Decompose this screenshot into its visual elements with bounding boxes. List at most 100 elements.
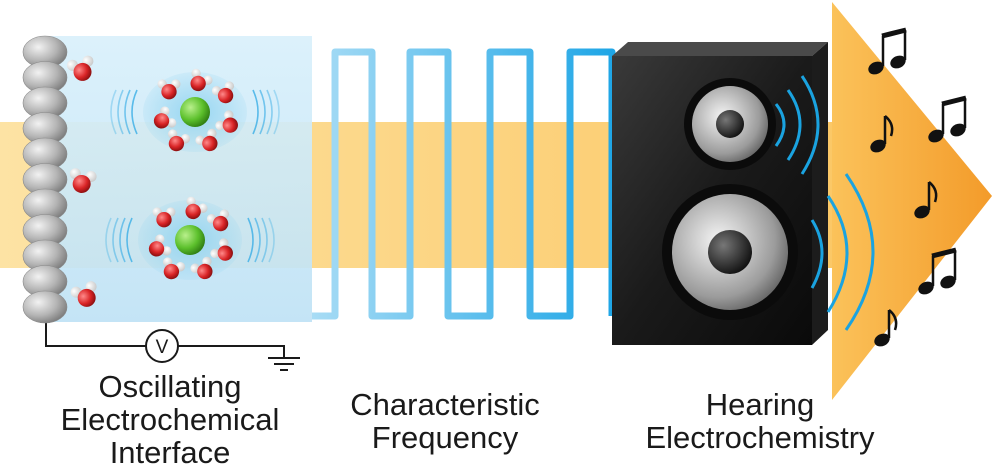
ground-icon	[268, 357, 300, 371]
hydrogen-atom	[215, 120, 225, 131]
music-note-icon	[928, 95, 967, 143]
music-notes	[868, 27, 967, 347]
oxygen-atom	[153, 113, 170, 129]
note-beam	[931, 247, 957, 259]
ripple-arc	[268, 217, 275, 263]
caption-frequency-line-2: Frequency	[371, 420, 519, 455]
water-molecule-icon	[152, 207, 176, 228]
speaker-icon	[612, 42, 828, 345]
caption-hearing: Hearing Electrochemistry	[635, 388, 885, 454]
note-head	[868, 61, 884, 75]
water-molecule-icon	[211, 81, 235, 104]
solvated-ion-bottom	[105, 196, 275, 280]
water-molecule-icon	[153, 106, 177, 129]
note-head	[890, 55, 906, 69]
circuit-wire	[45, 312, 285, 358]
oxygen-atom	[77, 288, 96, 307]
note-head	[918, 281, 934, 295]
note-head	[950, 123, 966, 137]
water-molecule-icon	[190, 68, 213, 92]
oxygen-atom	[222, 117, 238, 133]
ripple-arc	[124, 89, 131, 135]
water-molecule-icon	[70, 281, 97, 307]
hydrogen-atom	[210, 248, 220, 259]
oxygen-atom	[168, 135, 185, 152]
oxygen-atom	[161, 84, 177, 100]
hydrogen-atom	[219, 238, 229, 248]
oxygen-atom	[212, 215, 229, 232]
oxygen-atom	[217, 87, 234, 104]
note-head	[914, 205, 930, 219]
caption-interface-line-3: Interface	[109, 435, 231, 465]
caption-hearing-line-1: Hearing	[705, 387, 815, 422]
hydrogen-atom	[207, 128, 217, 139]
note-head	[874, 333, 890, 347]
water-molecule-icon	[210, 238, 233, 261]
hydrogen-atom	[202, 256, 212, 267]
surface-water-molecules	[66, 55, 97, 307]
water-molecule-icon	[185, 196, 208, 220]
hydrogen-atom	[186, 196, 196, 207]
output-arrow	[832, 2, 992, 400]
water-molecule-icon	[215, 110, 238, 133]
music-note-icon	[918, 247, 957, 295]
ripple-arc	[254, 217, 261, 263]
caption-interface-line-1: Oscillating	[98, 369, 242, 404]
oxygen-atom	[217, 245, 233, 261]
oxygen-atom	[197, 263, 213, 280]
note-flag	[928, 181, 938, 203]
ion-icon	[175, 225, 205, 255]
ripple-arc	[110, 89, 117, 135]
oxygen-atom	[185, 203, 201, 220]
tweeter	[684, 78, 776, 170]
note-flag	[888, 309, 898, 331]
ripple-arc	[117, 89, 124, 135]
caption-interface-line-2: Electrochemical	[60, 402, 280, 437]
ripple-arc	[273, 89, 280, 135]
water-molecule-icon	[195, 128, 218, 152]
music-note-icon	[870, 115, 894, 153]
solvated-ion-top	[110, 68, 280, 152]
hydrogen-atom	[161, 246, 172, 256]
oxygen-atom	[156, 212, 172, 228]
caption-hearing-line-2: Electrochemistry	[645, 420, 875, 455]
water-molecule-icon	[157, 79, 181, 100]
music-note-icon	[874, 309, 898, 347]
water-molecule-icon	[162, 257, 186, 280]
ripple-arc	[112, 217, 119, 263]
oxygen-atom	[148, 241, 165, 257]
music-note-icon	[914, 181, 938, 219]
music-note-icon	[868, 27, 907, 75]
water-molecule-icon	[69, 168, 97, 193]
water-molecule-icon	[206, 209, 230, 232]
ion-icon	[180, 97, 210, 127]
ripple-arc	[131, 89, 138, 135]
caption-frequency-line-1: Characteristic	[350, 387, 540, 422]
voltmeter-label: V	[156, 337, 169, 358]
hydrogen-atom	[224, 110, 234, 120]
oxygen-atom	[163, 263, 180, 280]
hydrogen-atom	[191, 68, 201, 79]
note-beam	[941, 95, 967, 107]
caption-frequency: Characteristic Frequency	[320, 388, 570, 454]
ripple-arc	[247, 217, 254, 263]
electrode-bead	[22, 290, 68, 324]
voltmeter-icon: V	[145, 329, 179, 363]
ripple-arc	[266, 89, 273, 135]
water-molecule-icon	[190, 256, 213, 280]
ripple-arc	[105, 217, 112, 263]
frequency-wave	[312, 48, 616, 320]
note-head	[870, 139, 886, 153]
ripple-arc	[126, 217, 133, 263]
sound-wave-icon	[774, 75, 875, 331]
water-molecule-icon	[148, 234, 172, 257]
oxygen-atom	[72, 174, 91, 193]
water-molecule-icon	[66, 55, 94, 81]
ripple-arc	[261, 217, 268, 263]
note-flag	[884, 115, 894, 137]
note-beam	[881, 27, 907, 39]
note-head	[928, 129, 944, 143]
electrode-icon	[22, 35, 68, 324]
